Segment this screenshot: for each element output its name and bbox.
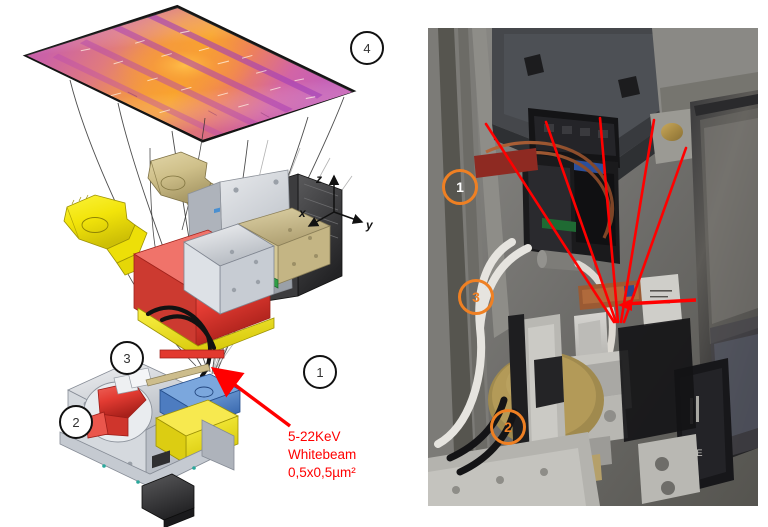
photo-callout-3: 3 xyxy=(458,279,494,315)
incident-beam-arrow-photo xyxy=(618,298,697,311)
photo-callout-2: 2 xyxy=(490,409,526,445)
beam-type-line: Whitebeam xyxy=(288,446,357,462)
incident-beam-arrow xyxy=(210,366,292,428)
photo-content: CE xyxy=(428,28,758,506)
exploded-cad-view: z x y 4 1 2 3 5-22KeV Whitebeam 0,5x0,5µ… xyxy=(22,4,384,527)
black-motor xyxy=(141,450,195,527)
callout-3: 3 xyxy=(110,341,144,375)
photo-red-strip xyxy=(474,148,538,178)
detector-module-gaps xyxy=(52,10,323,140)
diffraction-streaks xyxy=(80,30,316,114)
beam-size-line: 0,5x0,5µm² xyxy=(288,464,356,480)
axis-label-z: z xyxy=(316,172,322,186)
diffraction-streaks-dark xyxy=(127,91,270,118)
instrument-photograph: CE xyxy=(428,28,758,506)
axis-y xyxy=(333,211,364,224)
detector-head xyxy=(183,207,275,315)
photo-white-cable xyxy=(434,238,532,448)
photo-glass-enclosure xyxy=(690,90,758,468)
laue-diffraction-pattern xyxy=(22,4,357,143)
coordinate-triad xyxy=(307,174,364,227)
photo-dark-cavity xyxy=(618,318,696,442)
axis-label-y: y xyxy=(366,218,373,232)
photo-callout-1: 1 xyxy=(442,169,478,205)
callout-2: 2 xyxy=(59,405,93,439)
yellow-strip xyxy=(137,307,275,359)
callout-4: 4 xyxy=(350,31,384,65)
axis-label-x: x xyxy=(299,206,306,220)
beam-energy-line: 5-22KeV xyxy=(288,429,341,444)
callout-1: 1 xyxy=(303,355,337,389)
cad-instrument-assembly xyxy=(59,169,343,527)
alignment-marks xyxy=(102,464,196,484)
diffracted-beam-overlay xyxy=(484,116,688,324)
sample-arm-rod xyxy=(159,349,225,359)
sample-rod-tan xyxy=(145,363,211,387)
beam-annotation: 5-22KeV Whitebeam 0,5x0,5µm² xyxy=(288,428,356,482)
photo-right-plate xyxy=(638,434,700,504)
axis-x xyxy=(307,211,335,227)
photo-brass-knob xyxy=(661,123,683,141)
base-frame xyxy=(59,419,235,489)
photo-base-plate xyxy=(428,432,600,506)
